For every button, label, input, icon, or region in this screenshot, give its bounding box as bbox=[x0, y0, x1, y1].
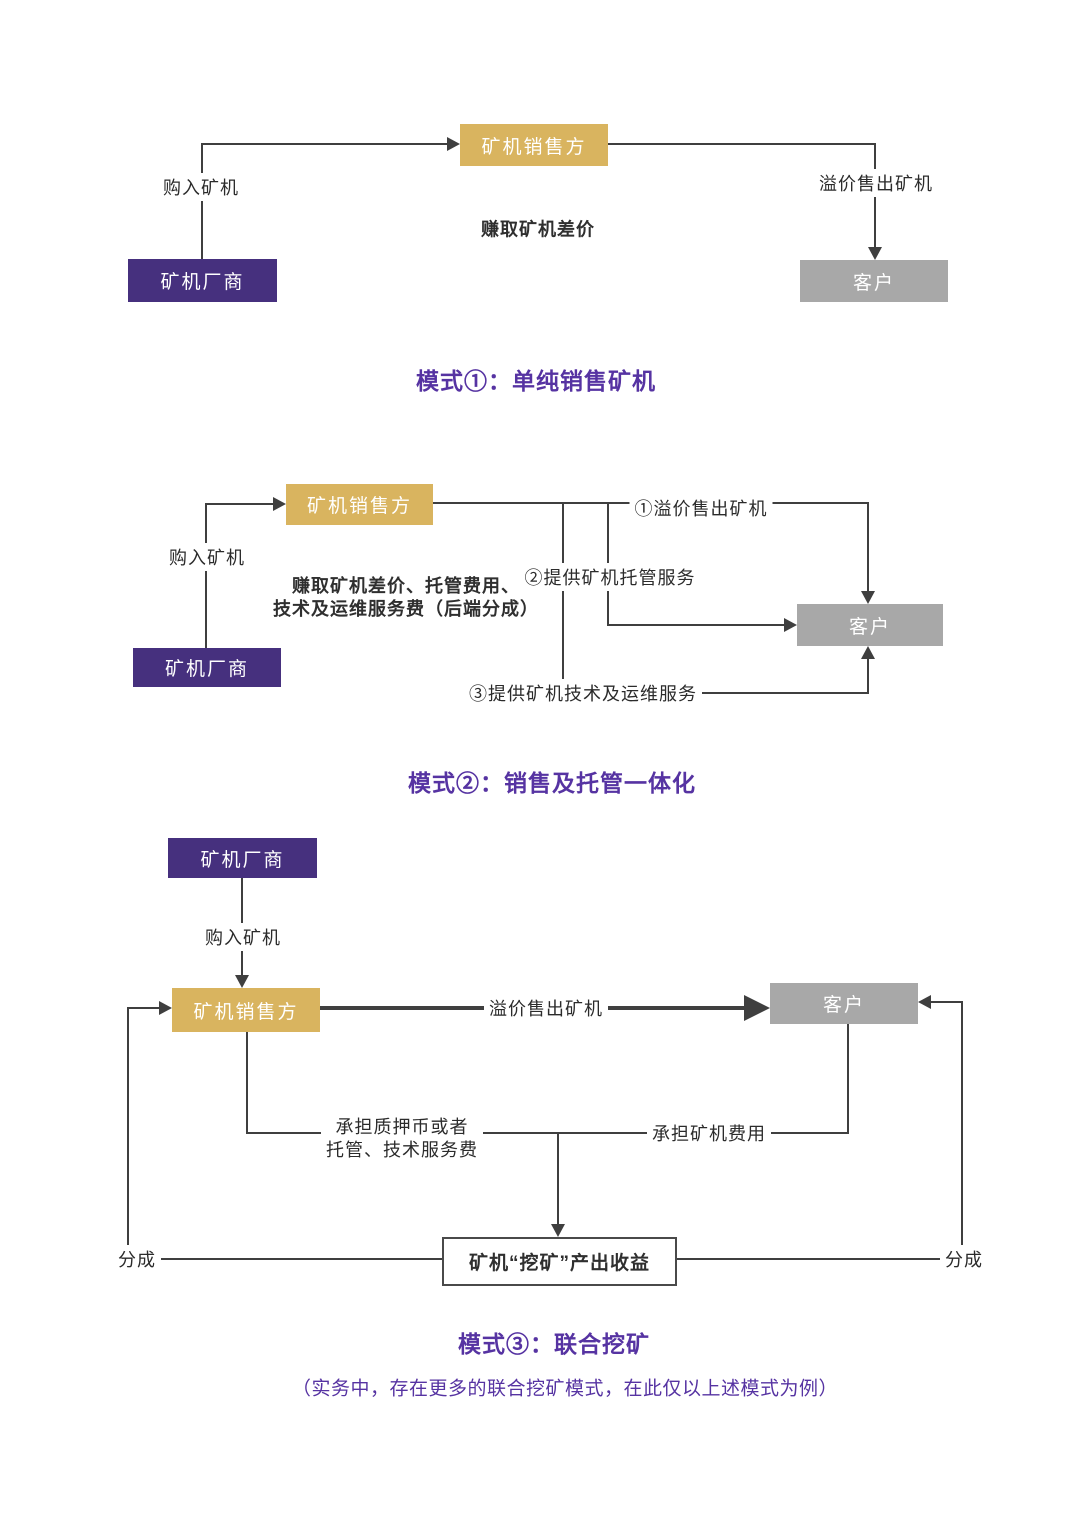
d3-buy-arrowhead bbox=[235, 975, 249, 988]
d3-share-right-line-horizontal bbox=[673, 1258, 963, 1260]
d2-buy-arrowhead bbox=[273, 497, 286, 511]
d3-share-left-line-vertical bbox=[127, 1007, 129, 1260]
d3-node-seller: 矿机销售方 bbox=[172, 988, 320, 1032]
d3-pledge-label-line2: 托管、技术服务费 bbox=[326, 1140, 478, 1160]
d1-node-customer: 客户 bbox=[800, 260, 948, 302]
d1-sell-line-horizontal bbox=[608, 143, 876, 145]
d2-tech-line-vertical bbox=[562, 503, 564, 693]
d2-buy-label: 购入矿机 bbox=[164, 543, 250, 571]
d1-buy-label: 购入矿机 bbox=[158, 173, 244, 201]
d2-tech-line-horizontal bbox=[562, 692, 869, 694]
d3-node-customer: 客户 bbox=[770, 983, 918, 1024]
d1-node-seller: 矿机销售方 bbox=[460, 124, 608, 166]
d2-tech-arrowhead bbox=[861, 646, 875, 659]
d3-node-manufacturer: 矿机厂商 bbox=[168, 838, 317, 878]
d2-sell-label: ①溢价售出矿机 bbox=[629, 494, 773, 522]
d2-note: 赚取矿机差价、托管费用、 技术及运维服务费（后端分成） bbox=[273, 575, 539, 621]
d3-title: 模式③：联合挖矿 bbox=[458, 1331, 650, 1357]
d3-subtitle: （实务中，存在更多的联合挖矿模式，在此仅以上述模式为例） bbox=[291, 1378, 839, 1400]
d2-buy-line-vertical bbox=[205, 504, 207, 648]
d3-fee-label: 承担矿机费用 bbox=[647, 1119, 771, 1147]
d3-share-left-arrowhead bbox=[159, 1001, 172, 1015]
d2-node-manufacturer: 矿机厂商 bbox=[133, 648, 281, 687]
d3-pledge-label: 承担质押币或者 托管、技术服务费 bbox=[321, 1115, 483, 1163]
d2-title: 模式②：销售及托管一体化 bbox=[408, 770, 696, 796]
d1-buy-arrowhead bbox=[447, 137, 460, 151]
d1-sell-label: 溢价售出矿机 bbox=[814, 169, 938, 197]
d2-node-customer: 客户 bbox=[797, 604, 943, 646]
d3-share-left-line-stub bbox=[127, 1007, 160, 1009]
d3-junction-line-vertical bbox=[557, 1132, 559, 1226]
d3-fee-line-vertical bbox=[847, 1024, 849, 1134]
d3-share-right-line-vertical bbox=[961, 1001, 963, 1260]
d2-note-line2: 技术及运维服务费（后端分成） bbox=[273, 599, 539, 619]
d2-buy-line-horizontal bbox=[205, 503, 274, 505]
d2-tech-line-vertical-right bbox=[867, 656, 869, 693]
d3-sell-label: 溢价售出矿机 bbox=[484, 994, 608, 1022]
d2-node-seller: 矿机销售方 bbox=[286, 484, 433, 525]
d2-sell-line-vertical bbox=[867, 502, 869, 592]
d3-output-arrowhead bbox=[551, 1224, 565, 1237]
d2-hosting-arrowhead bbox=[784, 618, 797, 632]
d3-pledge-line-vertical bbox=[246, 1032, 248, 1133]
d2-hosting-line-horizontal bbox=[607, 624, 785, 626]
d3-share-right-label: 分成 bbox=[940, 1245, 988, 1273]
d2-sell-arrowhead bbox=[861, 591, 875, 604]
d1-sell-arrowhead bbox=[868, 247, 882, 260]
d1-title: 模式①：单纯销售矿机 bbox=[416, 368, 656, 394]
d1-node-manufacturer: 矿机厂商 bbox=[128, 259, 277, 302]
d3-share-right-line-stub bbox=[931, 1001, 963, 1003]
d3-share-left-label: 分成 bbox=[113, 1245, 161, 1273]
d3-buy-label: 购入矿机 bbox=[200, 923, 286, 951]
d1-buy-line-horizontal bbox=[201, 143, 448, 145]
d3-pledge-label-line1: 承担质押币或者 bbox=[335, 1117, 469, 1137]
d2-note-line1: 赚取矿机差价、托管费用、 bbox=[292, 576, 520, 596]
d3-sell-arrowhead bbox=[744, 995, 770, 1021]
d1-buy-line-vertical bbox=[201, 144, 203, 259]
d3-share-left-line-horizontal bbox=[127, 1258, 442, 1260]
d1-note: 赚取矿机差价 bbox=[481, 219, 595, 240]
d2-tech-label: ③提供矿机技术及运维服务 bbox=[464, 679, 702, 707]
d3-node-output: 矿机“挖矿”产出收益 bbox=[442, 1237, 677, 1286]
d3-share-right-arrowhead bbox=[918, 995, 931, 1009]
d2-hosting-label: ②提供矿机托管服务 bbox=[519, 563, 701, 591]
